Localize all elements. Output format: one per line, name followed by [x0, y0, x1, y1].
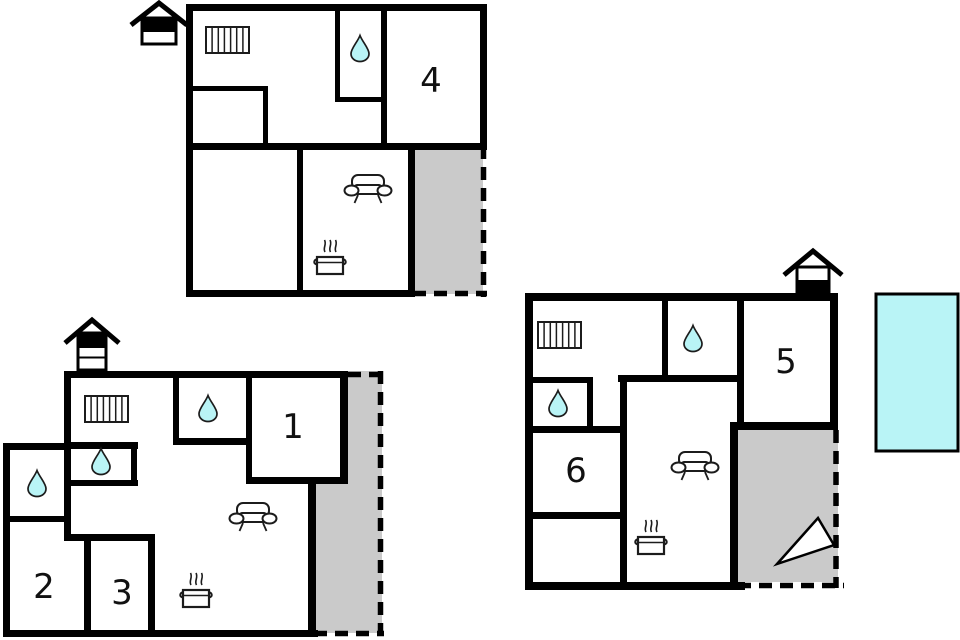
- swimming-pool: [874, 292, 960, 453]
- wall-segment: [186, 143, 487, 150]
- room-number: 1: [282, 407, 304, 447]
- room-number: 3: [111, 573, 133, 613]
- stove-icon: [634, 518, 668, 556]
- fireplace-icon: [63, 316, 121, 372]
- triangle-marker-icon: [772, 515, 836, 567]
- wall-segment: [533, 377, 593, 383]
- wall-segment: [64, 480, 138, 486]
- wall-segment: [190, 86, 268, 91]
- sofa-icon: [343, 174, 393, 204]
- wall-segment: [64, 371, 348, 378]
- wall-segment: [3, 443, 71, 450]
- wall-segment: [64, 442, 138, 449]
- wall-segment: [830, 293, 838, 430]
- water-drop-icon: [198, 394, 218, 423]
- wall-segment: [662, 301, 668, 377]
- wall-segment: [620, 375, 627, 590]
- wall-segment: [84, 534, 91, 637]
- fireplace-icon: [782, 247, 844, 294]
- wall-segment: [525, 582, 745, 590]
- wall-segment: [131, 442, 137, 486]
- unit-walls: [3, 371, 348, 637]
- radiator-icon: [84, 395, 129, 423]
- wall-segment: [297, 150, 303, 290]
- wall-segment: [186, 4, 193, 297]
- wall-segment: [263, 86, 268, 148]
- unit-top-left: 4: [129, 0, 487, 297]
- wall-segment: [3, 443, 10, 637]
- wall-segment: [186, 290, 415, 297]
- wall-segment: [525, 512, 620, 519]
- wall-segment: [408, 143, 415, 297]
- unit-bottom-left: 1 2 3: [3, 316, 384, 637]
- water-drop-icon: [27, 469, 47, 498]
- water-drop-icon: [350, 34, 370, 63]
- unit-walls: [186, 4, 487, 297]
- wall-segment: [730, 422, 838, 430]
- wall-segment: [618, 375, 737, 382]
- wall-segment: [64, 534, 155, 541]
- wall-segment: [64, 371, 71, 540]
- water-drop-icon: [91, 447, 111, 476]
- wall-segment: [246, 378, 252, 484]
- wall-segment: [246, 477, 348, 484]
- sofa-icon: [670, 451, 720, 481]
- fireplace-icon: [129, 0, 189, 46]
- wall-segment: [525, 293, 838, 301]
- stove-icon: [313, 238, 347, 276]
- wall-segment: [308, 477, 316, 637]
- radiator-icon: [205, 26, 250, 54]
- terrace-area: [316, 371, 382, 633]
- unit-walls: [525, 293, 838, 590]
- terrace-area: [413, 150, 483, 294]
- wall-segment: [335, 97, 387, 102]
- radiator-icon: [537, 321, 582, 349]
- wall-segment: [730, 422, 738, 590]
- stove-icon: [179, 571, 213, 609]
- wall-segment: [340, 371, 348, 484]
- water-drop-icon: [548, 389, 568, 418]
- sofa-icon: [228, 502, 278, 532]
- wall-segment: [173, 438, 252, 445]
- room-number: 5: [775, 342, 797, 382]
- wall-segment: [737, 301, 744, 430]
- unit-right: 5 6: [525, 247, 844, 590]
- wall-segment: [173, 378, 179, 445]
- wall-segment: [3, 630, 318, 637]
- wall-segment: [381, 4, 387, 148]
- wall-segment: [148, 534, 155, 637]
- wall-segment: [480, 4, 487, 150]
- wall-segment: [335, 4, 340, 102]
- wall-segment: [525, 293, 533, 590]
- water-drop-icon: [683, 324, 703, 353]
- room-number: 6: [565, 451, 587, 491]
- room-number: 4: [420, 61, 442, 101]
- room-number: 2: [33, 567, 55, 607]
- wall-segment: [3, 516, 64, 522]
- wall-segment: [525, 426, 627, 433]
- wall-segment: [587, 377, 593, 433]
